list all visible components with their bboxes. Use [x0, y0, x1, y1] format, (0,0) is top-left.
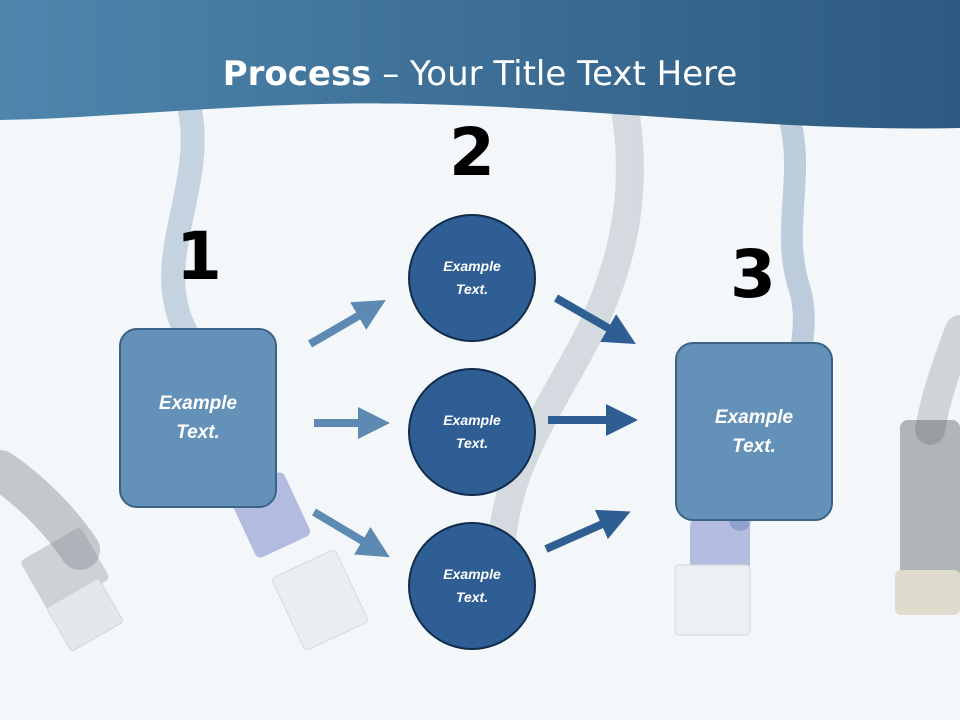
step-2-circle-bottom: Example Text. [408, 522, 536, 650]
header-band [0, 0, 960, 129]
step-1-box: Example Text. [119, 328, 277, 508]
arrow-box1-to-circle-top [307, 299, 386, 348]
arrow-circle-top-to-box3 [554, 294, 636, 344]
step-1-text-line2: Text. [176, 422, 220, 443]
step-1-text-line1: Example [158, 393, 238, 414]
circle-bottom-text-line2: Text. [455, 589, 489, 605]
title-rest: – Your Title Text Here [371, 54, 738, 94]
step-3-box: Example Text. [675, 342, 833, 521]
slide-title: Process – Your Title Text Here [0, 52, 960, 96]
step-2-circle-middle: Example Text. [408, 368, 536, 496]
arrow-circle-bottom-to-box3 [544, 509, 631, 553]
circle-bottom-text-line1: Example [443, 566, 501, 582]
circle-middle-text-line1: Example [443, 412, 501, 428]
circle-middle-text-line2: Text. [455, 435, 489, 451]
step-number-2: 2 [449, 114, 495, 191]
step-3-text-line1: Example [714, 406, 794, 428]
step-3-text-line2: Text. [732, 435, 776, 457]
title-bold: Process [222, 54, 372, 94]
circle-top-text-line2: Text. [455, 281, 489, 297]
step-2-circle-top: Example Text. [408, 214, 536, 342]
step-number-3: 3 [730, 236, 776, 313]
circle-top-text-line1: Example [443, 258, 501, 274]
arrow-box1-to-circle-bottom [311, 508, 390, 558]
step-number-1: 1 [176, 218, 222, 295]
